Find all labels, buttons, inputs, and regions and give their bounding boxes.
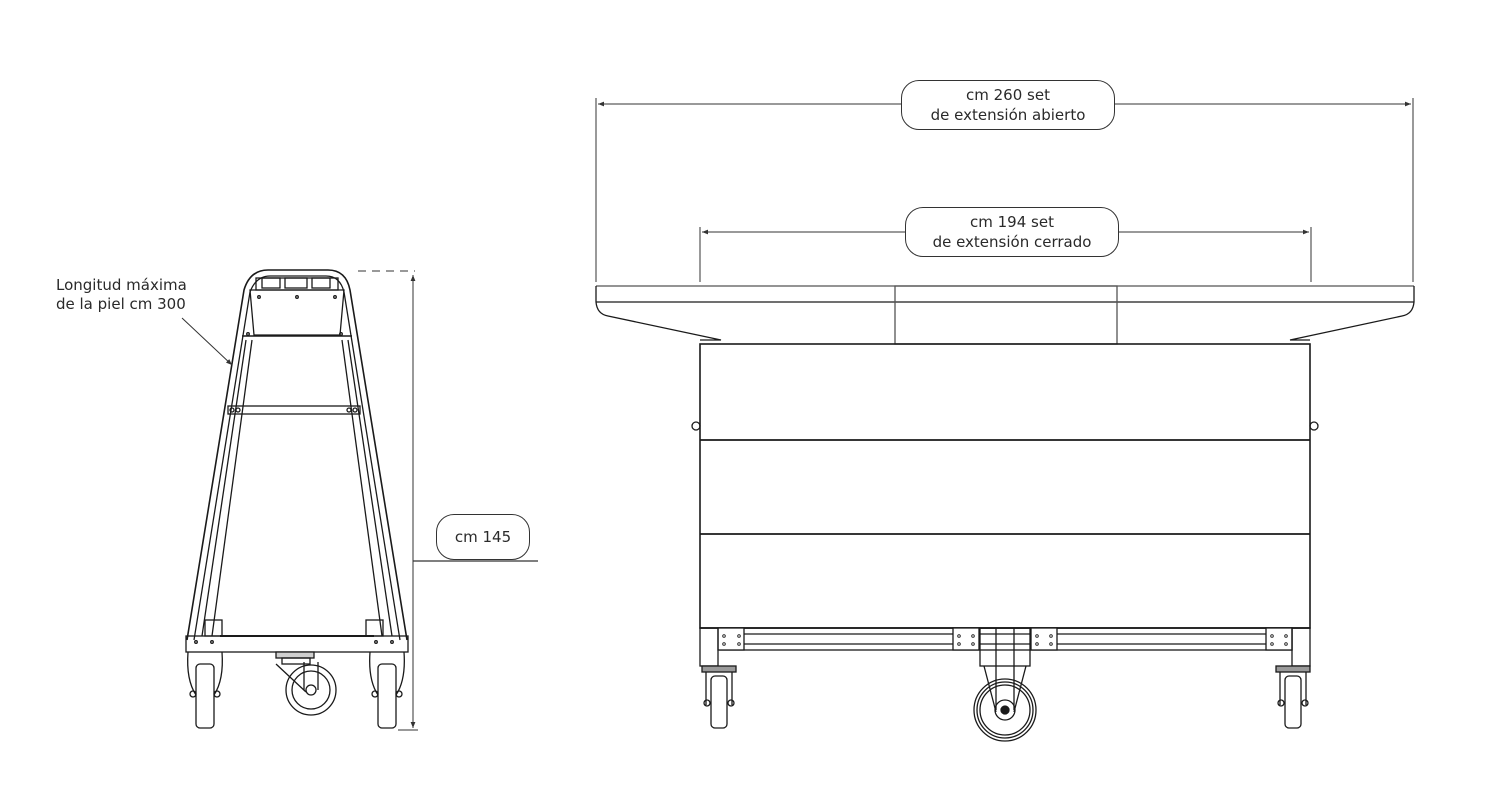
open-width-value-text: cm 260 set [966, 86, 1050, 104]
open-width-caption-text: de extensión abierto [930, 106, 1086, 124]
skin-length-note-line2: de la piel cm 300 [56, 295, 186, 313]
closed-width-value-text: cm 194 set [970, 213, 1054, 231]
closed-width-dimension-line [699, 227, 1312, 282]
skin-length-note-line1: Longitud máxima [56, 276, 187, 294]
closed-width-caption-text: de extensión cerrado [932, 233, 1092, 251]
front-view [595, 285, 1415, 742]
side-view [185, 269, 409, 729]
open-width-dimension-line [595, 98, 1414, 282]
closed-width-dimension-label: cm 194 set de extensión cerrado [905, 207, 1119, 257]
height-dimension-line [358, 270, 538, 731]
open-width-dimension-label: cm 260 set de extensión abierto [901, 80, 1115, 130]
height-value-text: cm 145 [454, 528, 512, 546]
skin-length-note: Longitud máxima de la piel cm 300 [56, 276, 187, 314]
leader-arrow [181, 317, 233, 366]
height-dimension-label: cm 145 [436, 514, 530, 560]
